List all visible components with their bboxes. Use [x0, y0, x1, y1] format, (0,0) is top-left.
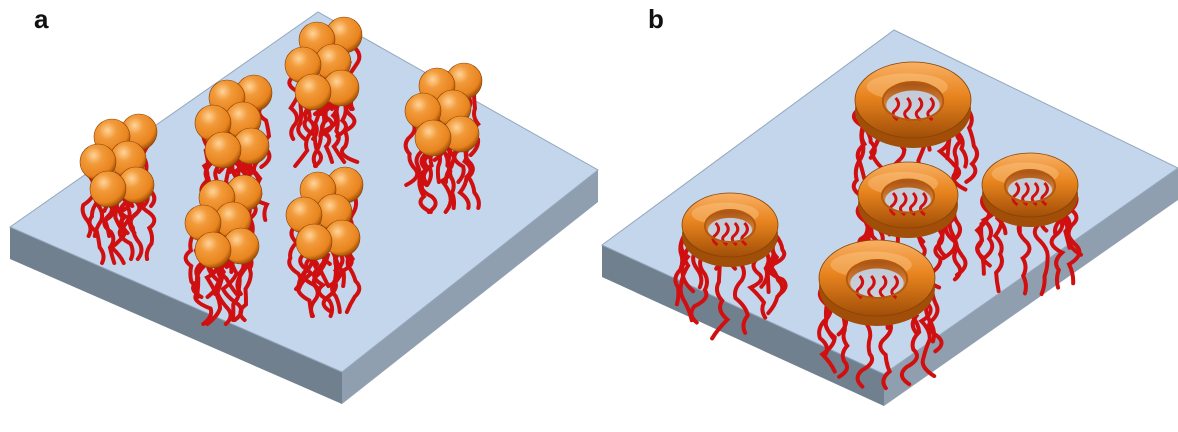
substrate-right-face: [884, 168, 1178, 406]
sphere-cluster: [284, 16, 363, 168]
sphere-cluster: [285, 166, 364, 318]
sphere-cluster: [183, 174, 263, 326]
ring-particle: [857, 161, 959, 238]
torus-assembly: [673, 192, 788, 341]
nanoparticle-group: [285, 166, 364, 261]
nanoparticle-sphere: [295, 223, 333, 261]
nanoparticle-sphere: [414, 119, 452, 157]
nanoparticle-group: [284, 16, 363, 111]
nanoparticle-group: [79, 113, 158, 208]
substrate-left-face: [10, 227, 342, 404]
torus-assembly: [817, 239, 944, 391]
nanoparticle-group: [184, 174, 263, 269]
sphere-cluster: [79, 113, 158, 265]
panel-a-label: a: [34, 4, 49, 34]
torus-assembly: [974, 152, 1083, 297]
nanoparticle-sphere: [194, 231, 232, 269]
panel-b-label: b: [648, 4, 664, 34]
nanoparticle-sphere: [294, 73, 332, 111]
sphere-cluster: [403, 62, 483, 214]
ring-particle: [981, 152, 1079, 227]
ring-particle: [818, 239, 936, 326]
nanoparticle-sphere: [204, 131, 242, 169]
panel-b: b: [590, 0, 1178, 432]
nanoparticle-sphere: [89, 170, 127, 208]
nanoparticle-group: [194, 74, 273, 169]
torus-assembly: [851, 61, 980, 217]
ring-particle: [681, 192, 779, 267]
nanoparticle-group: [404, 62, 483, 157]
panel-a-illustration: [8, 11, 599, 404]
panel-b-illustration: [601, 29, 1178, 406]
ring-particle: [854, 61, 972, 148]
substrate-right-face: [342, 170, 598, 404]
panel-a: a: [8, 4, 599, 404]
